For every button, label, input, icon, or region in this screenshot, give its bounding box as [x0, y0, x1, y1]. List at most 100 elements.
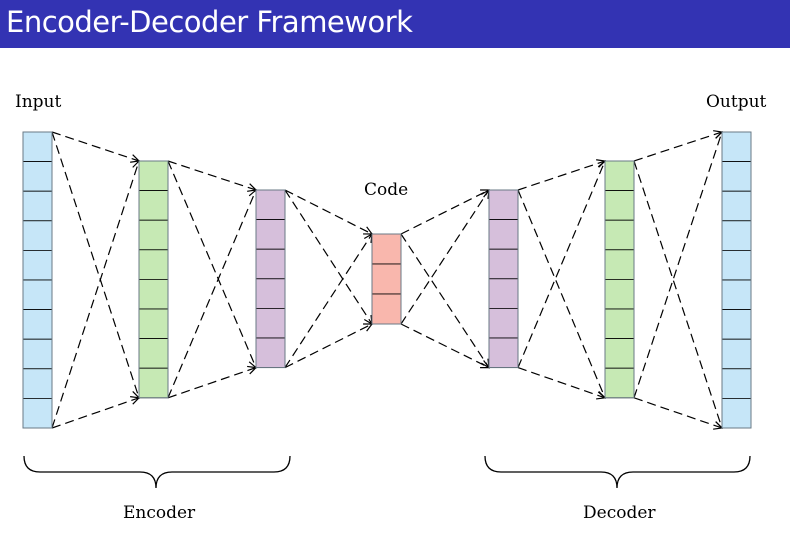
layer-unit: [138, 367, 169, 399]
connection-line: [51, 161, 139, 429]
layer-unit: [255, 189, 286, 221]
connection-line: [400, 323, 489, 368]
layer-outline: [22, 131, 53, 429]
layer-unit: [22, 397, 53, 429]
layer-unit: [604, 219, 635, 251]
connection-line: [517, 189, 605, 398]
layer-unit: [255, 337, 286, 369]
decoder-layer-2: [604, 160, 635, 399]
layer-outline: [488, 189, 519, 369]
connection-line: [51, 398, 139, 429]
layer-unit: [488, 307, 519, 339]
layer-unit: [488, 219, 519, 250]
layer-unit: [488, 278, 519, 309]
connection-line: [633, 132, 722, 162]
connection-line: [284, 234, 372, 368]
braces: [23, 455, 751, 489]
connection-line: [284, 189, 372, 234]
decoder-label: Decoder: [583, 503, 656, 523]
layers: [22, 131, 752, 429]
layer-unit: [721, 279, 752, 311]
layer-unit: [488, 189, 519, 221]
layer-unit: [255, 278, 286, 309]
connection-line: [633, 132, 722, 398]
connection-line: [517, 161, 605, 368]
layer-unit: [488, 337, 519, 369]
layer-unit: [255, 307, 286, 339]
decoder-layer-1: [488, 189, 519, 369]
layer-unit: [604, 367, 635, 399]
layer-unit: [721, 161, 752, 192]
layer-unit: [371, 233, 402, 265]
layer-outline: [255, 189, 286, 369]
layer-unit: [604, 160, 635, 192]
layer-unit: [255, 219, 286, 250]
layer-unit: [604, 278, 635, 310]
connection-line: [284, 189, 372, 324]
layer-unit: [721, 190, 752, 222]
connection-line: [167, 368, 256, 399]
decoder-brace: [484, 455, 751, 489]
layer-unit: [604, 308, 635, 340]
layer-unit: [721, 220, 752, 251]
layer-unit: [22, 368, 53, 399]
layer-unit: [371, 263, 402, 295]
layer-outline: [371, 233, 402, 325]
layer-unit: [138, 190, 169, 221]
layer-unit: [138, 308, 169, 340]
layer-unit: [371, 293, 402, 325]
connection-line: [167, 160, 256, 368]
layer-unit: [604, 249, 635, 280]
title-bar: Encoder-Decoder Framework: [0, 0, 790, 48]
output-layer: [721, 131, 752, 429]
layer-unit: [721, 397, 752, 429]
connection-line: [633, 397, 722, 428]
layer-unit: [604, 338, 635, 369]
layer-unit: [721, 368, 752, 399]
layer-unit: [255, 248, 286, 280]
connection-line: [51, 131, 139, 398]
layer-unit: [138, 219, 169, 251]
layer-outline: [138, 160, 169, 399]
connections: [51, 131, 722, 429]
layer-unit: [721, 131, 752, 163]
layer-unit: [22, 338, 53, 370]
encoder-brace: [23, 455, 291, 489]
layer-unit: [22, 131, 53, 163]
layer-unit: [22, 249, 53, 281]
connection-line: [51, 131, 139, 161]
connection-line: [633, 160, 722, 428]
layer-unit: [22, 190, 53, 222]
layer-unit: [721, 309, 752, 340]
layer-unit: [721, 249, 752, 281]
encoder-layer-2: [255, 189, 286, 369]
connection-line: [167, 190, 256, 399]
code-label: Code: [364, 180, 409, 200]
code-layer: [371, 233, 402, 325]
layer-unit: [138, 338, 169, 369]
layer-unit: [721, 338, 752, 370]
layer-unit: [138, 160, 169, 192]
layer-unit: [488, 248, 519, 280]
connection-line: [400, 190, 489, 235]
layer-unit: [604, 190, 635, 221]
layer-unit: [138, 249, 169, 280]
layer-unit: [138, 278, 169, 310]
input-label: Input: [15, 92, 62, 112]
encoder-label: Encoder: [123, 503, 196, 523]
layer-outline: [604, 160, 635, 399]
layer-unit: [22, 161, 53, 192]
page-title: Encoder-Decoder Framework: [6, 5, 413, 39]
layer-unit: [22, 220, 53, 251]
layer-unit: [22, 309, 53, 340]
layer-unit: [22, 279, 53, 311]
layer-outline: [721, 131, 752, 429]
connection-line: [400, 233, 489, 368]
connection-line: [400, 190, 489, 325]
connection-line: [167, 160, 256, 190]
connection-line: [517, 367, 605, 398]
encoder-layer-1: [138, 160, 169, 399]
input-layer: [22, 131, 53, 429]
connection-line: [517, 161, 605, 191]
